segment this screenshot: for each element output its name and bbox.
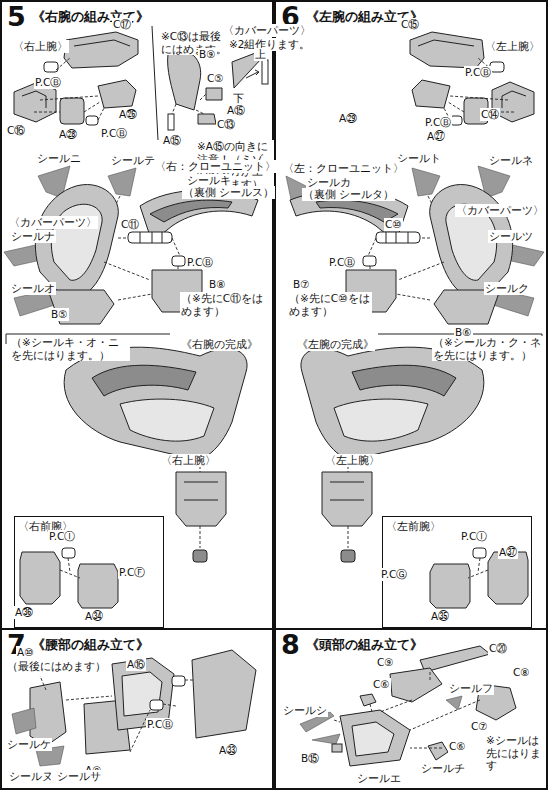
callout-label: 〈カバーパーツ〉 (222, 24, 312, 37)
right-arm-art (4, 32, 262, 608)
callout-label: ※2組作ります。 (228, 38, 311, 51)
callout-label: シールニ (36, 152, 82, 165)
callout-label: P.CⒷ (100, 127, 128, 140)
callout-label: （※シールキ・オ・ニを先にはります。） (10, 336, 130, 361)
callout-label: P.CⒷ (424, 116, 452, 129)
callout-label: シールナ (10, 230, 56, 243)
head-art (300, 646, 516, 766)
callout-label: A⑯ (126, 658, 146, 671)
callout-label: シールフ (448, 682, 494, 695)
callout-label: A㊲ (498, 546, 518, 559)
callout-label: C⑰ (112, 18, 132, 31)
callout-label: 〈右上腕〉 (12, 40, 69, 53)
step-number: 8 (278, 630, 303, 659)
callout-label: P.CⒷ (464, 66, 492, 79)
callout-label: C⑥ (448, 740, 467, 753)
callout-label: B⑮ (300, 752, 320, 765)
callout-label: シールキ (186, 174, 232, 187)
callout-label: B⑧ (208, 278, 227, 291)
callout-label: A㉖ (118, 108, 138, 121)
step-panel: 7《腰部の組み立て》 (0, 628, 274, 790)
box-heading: 〈左前腕〉 (386, 520, 441, 534)
callout-label: 〈右上腕〉 (160, 454, 217, 467)
callout-label: C⑦ (470, 720, 489, 733)
callout-label: P.CⒷ (146, 718, 174, 731)
callout-label: P.CⒷ (34, 76, 62, 89)
callout-label: （裏側 シールス） (182, 186, 275, 199)
callout-label: シールシ (282, 704, 328, 717)
callout-label: （裏側 シールタ） (302, 188, 395, 201)
callout-label: C⑳ (488, 642, 508, 655)
callout-label: 《右腕の完成》 (180, 338, 259, 351)
callout-label: シールツ (488, 230, 534, 243)
callout-label: 〈カバーパーツ〉 (8, 216, 98, 229)
callout-label: A⑩ (16, 646, 35, 659)
callout-label: A⑮ (226, 104, 246, 117)
callout-label: P.CⒷ (328, 256, 356, 269)
callout-label: C⑥ (372, 678, 391, 691)
callout-label: 〈左：クローユニット〉 (282, 162, 405, 175)
callout-label: シールケ (6, 738, 52, 751)
callout-label: A⑮ (162, 134, 182, 147)
callout-label: （※シールカ・ク・ネを先にはります。） (432, 336, 544, 361)
callout-label: A㉙ (338, 112, 358, 125)
step-title: 《腰部の組み立て》 (32, 637, 149, 654)
callout-label: A㉘ (58, 128, 78, 141)
callout-label: C⑮ (400, 18, 420, 31)
callout-label: 〈右：クローユニット〉 (154, 160, 277, 173)
left-arm-art (286, 32, 544, 608)
callout-label: C⑯ (6, 124, 26, 137)
callout-label: C⑬ (216, 118, 236, 131)
callout-label: P.CⒷ (186, 256, 214, 269)
callout-label: C⑤ (206, 72, 225, 85)
callout-label: B⑨ (198, 48, 217, 61)
callout-label: シールネ (488, 154, 534, 167)
callout-label: 〈左上腕〉 (484, 40, 541, 53)
callout-label: A㉝ (218, 744, 238, 757)
callout-label: 上 (254, 48, 267, 61)
callout-label: シールテ (110, 154, 156, 167)
callout-label: A㉗ (426, 130, 446, 143)
callout-label: シールク (484, 282, 530, 295)
callout-label: P.CⒼ (380, 568, 408, 581)
callout-label: A㊱ (14, 606, 34, 619)
callout-label: C⑩ (384, 218, 403, 231)
callout-label: 《左腕の完成》 (296, 338, 375, 351)
callout-label: C⑨ (376, 656, 395, 669)
callout-label: ※シールは先にはります (485, 734, 545, 772)
callout-label: C⑧ (512, 666, 531, 679)
callout-label: P.CⒾ (460, 530, 488, 543)
callout-label: シールチ (420, 762, 466, 775)
callout-label: C⑭ (480, 108, 500, 121)
callout-label: 〈カバーパーツ〉 (455, 204, 545, 217)
callout-label: シールオ (10, 282, 56, 295)
callout-label: P.CⒻ (118, 566, 146, 579)
callout-label: （最後にはめます） (6, 660, 107, 673)
step-number: 5 (4, 2, 29, 31)
callout-label: （※先にC⑩をはめます） (288, 292, 372, 317)
callout-label: 下 (232, 92, 245, 105)
callout-label: シールサ (56, 770, 102, 783)
callout-label: シールヌ (8, 770, 54, 783)
callout-label: P.CⒾ (48, 530, 76, 543)
callout-label: 〈左上腕〉 (324, 454, 381, 467)
callout-label: B⑦ (292, 278, 311, 291)
step-title: 《頭部の組み立て》 (306, 637, 423, 654)
callout-label: A㉟ (430, 610, 450, 623)
callout-label: シールエ (356, 772, 402, 785)
callout-label: A㉞ (84, 610, 104, 623)
callout-label: C⑪ (120, 218, 140, 231)
callout-label: シールカ (306, 176, 352, 189)
callout-label: （※先にC⑪をはめます） (180, 292, 270, 317)
callout-label: B⑤ (50, 308, 69, 321)
